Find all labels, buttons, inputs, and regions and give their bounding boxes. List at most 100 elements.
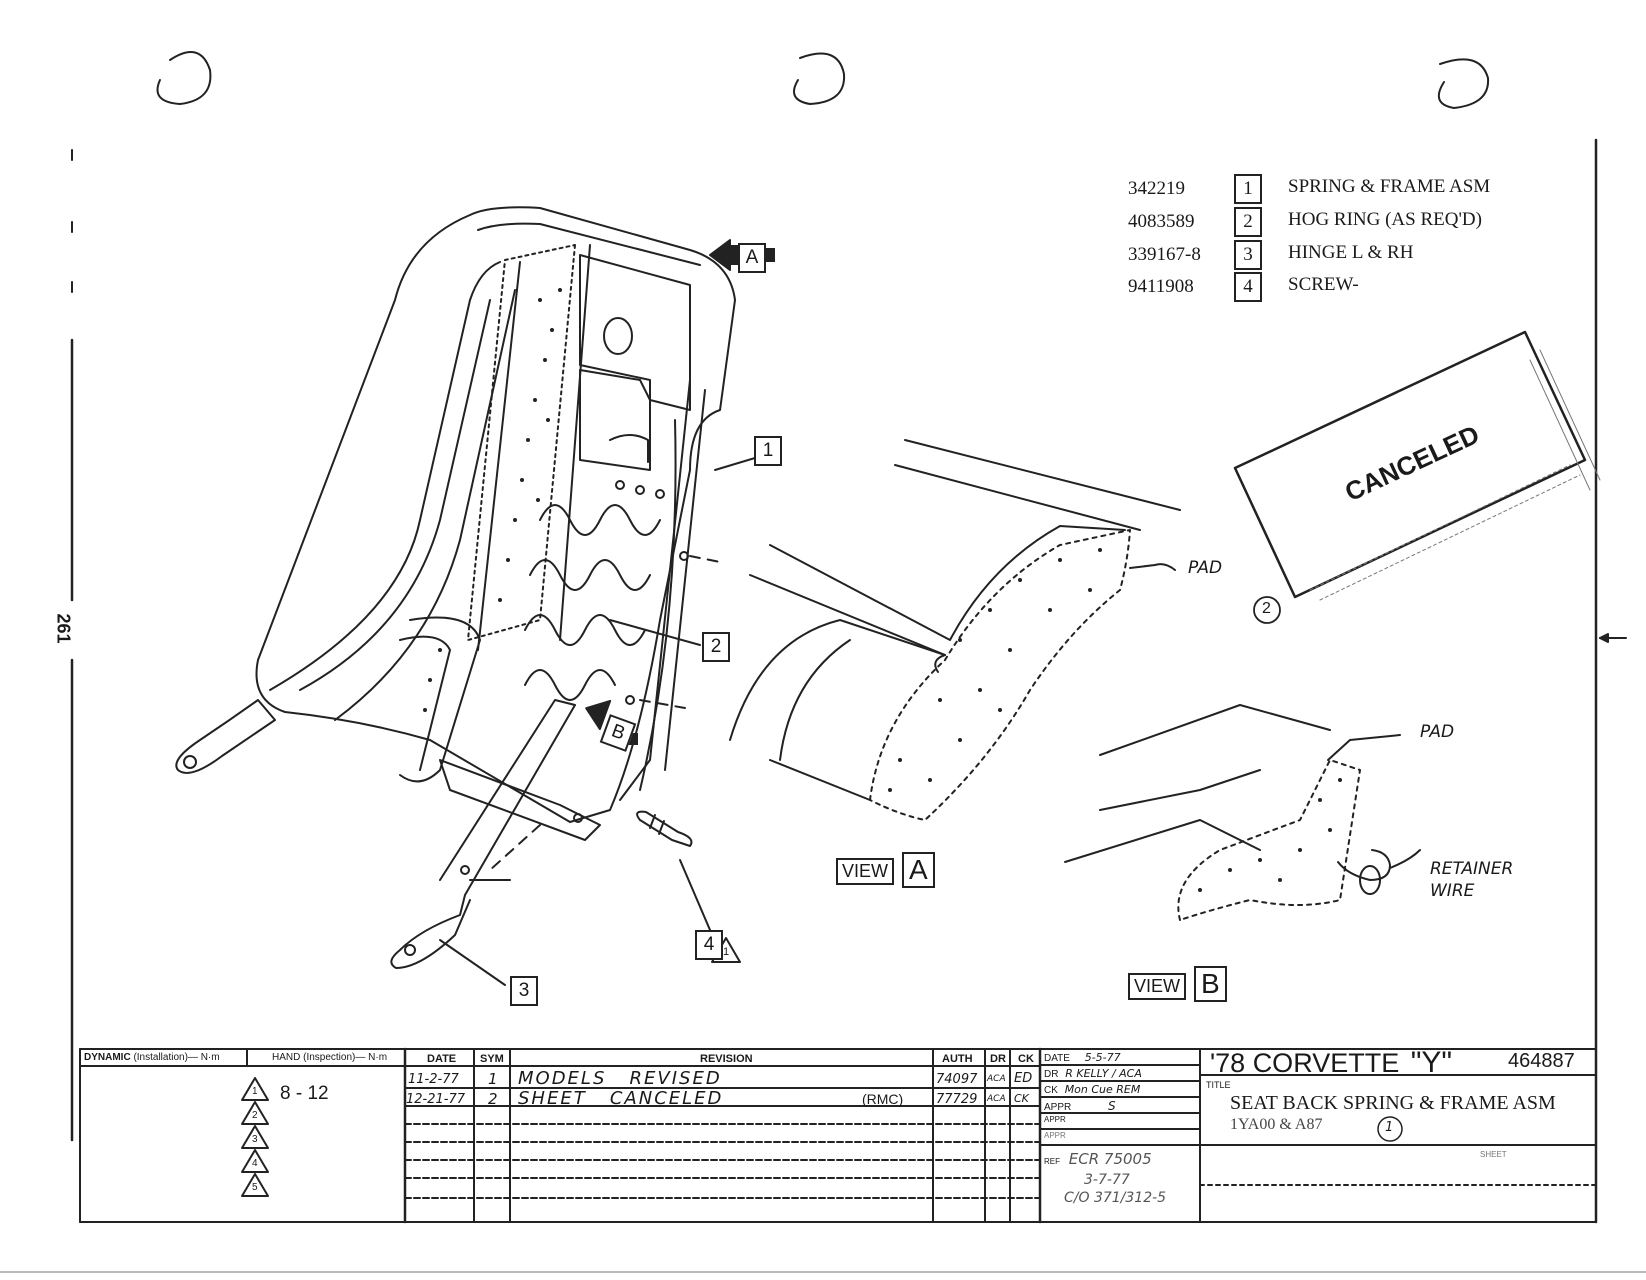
view-a-drawing <box>729 439 1181 821</box>
retainer-wire-label: RETAINER WIRE <box>1430 858 1513 902</box>
signoff-ref-value-2: 3-7-77 <box>1084 1172 1130 1188</box>
rev-header-date: DATE <box>427 1053 457 1065</box>
signoff-appr2: APPR <box>1044 1115 1066 1124</box>
rev-sym: 1 <box>488 1070 498 1088</box>
view-b-label: VIEW <box>1128 973 1187 1000</box>
callout-2: 2 <box>702 632 730 662</box>
rev-text: SHEET CANCELED <box>518 1088 724 1109</box>
view-a-pad-label: PAD <box>1188 558 1223 578</box>
signoff-appr-label: APPR <box>1044 1102 1072 1113</box>
rev-ck: CK <box>1014 1092 1029 1105</box>
subtitle-circle-ref: 1 <box>1385 1120 1394 1135</box>
torque-dynamic-bold: DYNAMIC <box>84 1052 131 1063</box>
zigzag-spring <box>539 504 661 536</box>
view-b-word: VIEW <box>1134 976 1181 996</box>
callout-3: 3 <box>510 976 538 1006</box>
view-a-letter: A <box>902 852 935 888</box>
rev-header-dr: DR <box>990 1053 1006 1065</box>
callout-4: 4 <box>695 930 723 960</box>
hinge-upper <box>175 699 276 774</box>
signoff-ref-value-1: ECR 75005 <box>1068 1150 1152 1168</box>
part-number: 9411908 <box>1128 276 1194 297</box>
rev-dr: ACA <box>987 1074 1006 1084</box>
part-symbol: 3 <box>1234 240 1262 270</box>
signoff-ck-label: CK <box>1044 1085 1058 1096</box>
title-heading: '78 CORVETTE "Y" <box>1210 1046 1452 1080</box>
callout-4-triangle-ref: 1 <box>723 946 730 958</box>
rev-header-auth: AUTH <box>942 1053 973 1065</box>
view-b-letter: B <box>1194 966 1227 1002</box>
signoff-date: DATE 5-5-77 <box>1044 1051 1121 1064</box>
signoff-ck-value: Mon Cue REM <box>1064 1083 1141 1096</box>
title-heading-model: '78 CORVETTE <box>1210 1048 1400 1078</box>
torque-header-dynamic: DYNAMIC (Installation)— N·m <box>84 1052 220 1063</box>
part-number: 4083589 <box>1128 211 1195 232</box>
part-symbol: 4 <box>1234 272 1262 302</box>
zigzag-spring <box>529 559 651 591</box>
punch-hole <box>156 51 212 105</box>
signoff-dr-value: R KELLY / ACA <box>1065 1067 1142 1080</box>
zigzag-spring <box>524 614 646 646</box>
pad-section <box>869 529 1131 821</box>
hinge-arm <box>390 699 576 969</box>
page-number: 261 <box>53 613 74 644</box>
punch-hole <box>1437 58 1490 109</box>
rev-dr: ACA <box>987 1094 1006 1104</box>
signoff-appr: APPR S <box>1044 1099 1116 1113</box>
title-label: TITLE <box>1206 1080 1231 1090</box>
torque-header-hand: HAND (Inspection)— N·m <box>272 1052 388 1063</box>
drawing-subtitle: 1YA00 & A87 <box>1230 1116 1323 1133</box>
zigzag-spring <box>524 669 616 701</box>
rev-header-revision: REVISION <box>700 1053 753 1065</box>
drawing-title: SEAT BACK SPRING & FRAME ASM <box>1230 1092 1556 1114</box>
torque-sym: 3 <box>252 1134 258 1145</box>
rev-sym: 2 <box>488 1090 498 1108</box>
arrow-b <box>585 699 612 731</box>
part-symbol: 2 <box>1234 207 1262 237</box>
punch-hole <box>793 52 846 105</box>
view-a-label: VIEW <box>836 858 895 885</box>
part-description: HOG RING (AS REQ'D) <box>1288 209 1482 230</box>
signoff-ref-value-3: C/O 371/312-5 <box>1064 1190 1167 1206</box>
torque-sym: 5 <box>252 1182 258 1193</box>
signoff-ref-label: REF <box>1044 1157 1060 1166</box>
signoff-date-value: 5-5-77 <box>1084 1051 1121 1064</box>
rev-date: 11-2-77 <box>408 1072 459 1087</box>
drawing-number: 464887 <box>1508 1050 1575 1072</box>
rev-note: (RMC) <box>862 1091 904 1107</box>
torque-dynamic-unit: (Installation)— N·m <box>133 1052 220 1063</box>
part-number: 339167-8 <box>1128 244 1201 265</box>
torque-sym: 4 <box>252 1158 258 1169</box>
part-description: SCREW- <box>1288 274 1359 295</box>
sheet-label: SHEET <box>1480 1150 1507 1159</box>
signoff-date-label: DATE <box>1044 1053 1070 1064</box>
torque-sym: 1 <box>252 1086 258 1097</box>
part-description: SPRING & FRAME ASM <box>1288 176 1491 197</box>
signoff-appr3: APPR <box>1044 1131 1066 1140</box>
rev-header-sym: SYM <box>480 1053 504 1065</box>
rev-auth: 74097 <box>936 1072 978 1087</box>
signoff-dr: DR R KELLY / ACA <box>1044 1067 1142 1080</box>
rev-header-ck: CK <box>1018 1053 1034 1065</box>
callout-1: 1 <box>754 436 782 466</box>
title-heading-code: "Y" <box>1410 1046 1453 1079</box>
part-number: 342219 <box>1128 178 1185 199</box>
signoff-ref: REF ECR 75005 3-7-77 C/O 371/312-5 <box>1044 1150 1166 1207</box>
rev-text: MODELS REVISED <box>518 1068 722 1089</box>
canceled-stamp <box>1233 330 1601 624</box>
view-b-drawing <box>1064 704 1421 921</box>
signoff-ck: CK Mon Cue REM <box>1044 1083 1140 1096</box>
seat-back-shell <box>255 206 736 823</box>
view-a-word: VIEW <box>842 861 889 881</box>
stamp-circle-ref: 2 <box>1262 600 1271 617</box>
rev-date: 12-21-77 <box>406 1092 466 1107</box>
signoff-appr-value: S <box>1108 1099 1116 1113</box>
view-b-pad-label: PAD <box>1420 722 1455 742</box>
rev-ck: ED <box>1014 1071 1033 1086</box>
torque-value: 8 - 12 <box>280 1083 329 1104</box>
screw <box>636 810 693 847</box>
rev-auth: 77729 <box>936 1092 978 1107</box>
arrow-a <box>709 239 731 271</box>
part-description: HINGE L & RH <box>1288 242 1414 263</box>
